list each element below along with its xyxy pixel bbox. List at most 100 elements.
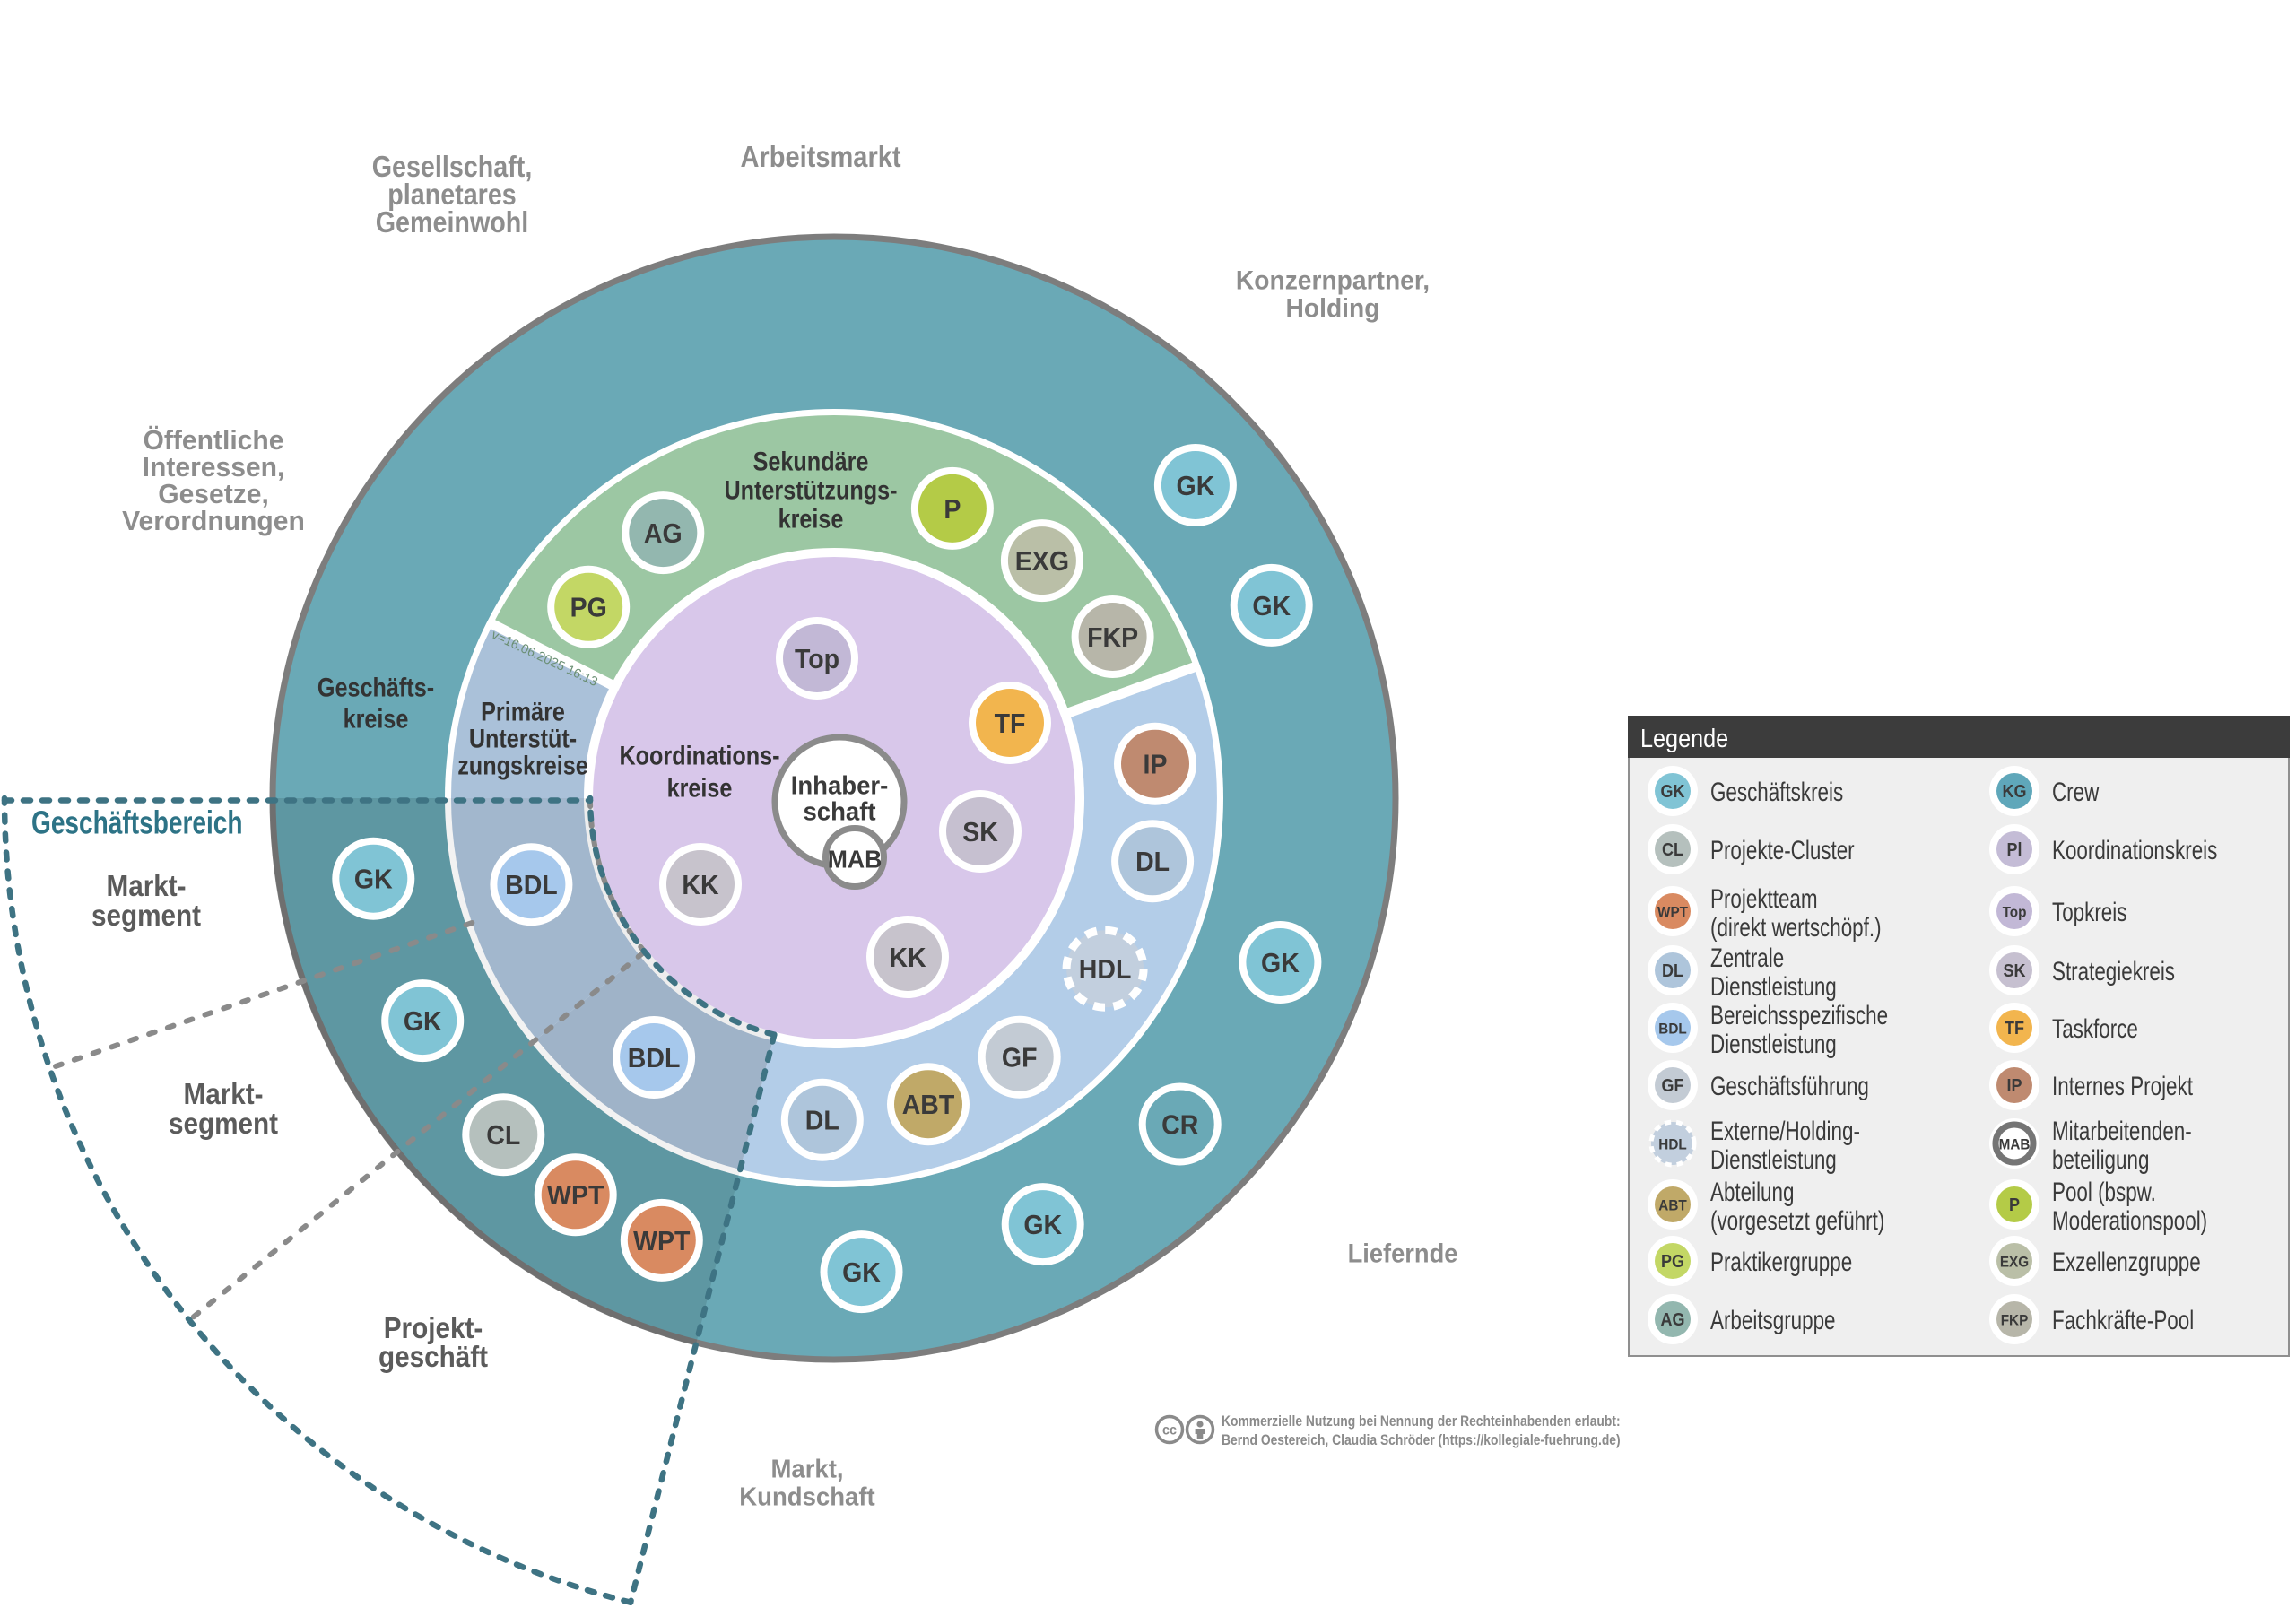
svg-text:Verordnungen: Verordnungen bbox=[122, 506, 305, 537]
svg-text:segment: segment bbox=[169, 1108, 279, 1141]
svg-text:WPT: WPT bbox=[633, 1226, 690, 1256]
svg-text:KK: KK bbox=[889, 943, 926, 973]
svg-text:IP: IP bbox=[2007, 1076, 2022, 1096]
svg-text:(vorgesetzt geführt): (vorgesetzt geführt) bbox=[1710, 1205, 1884, 1236]
svg-text:BDL: BDL bbox=[505, 870, 558, 900]
svg-text:Topkreis: Topkreis bbox=[2052, 897, 2126, 927]
svg-text:Pl: Pl bbox=[2007, 840, 2022, 860]
svg-text:kreise: kreise bbox=[778, 503, 844, 534]
svg-text:DL: DL bbox=[1662, 961, 1683, 981]
svg-text:Markt-: Markt- bbox=[106, 870, 186, 903]
svg-text:PG: PG bbox=[1661, 1252, 1684, 1272]
svg-text:GK: GK bbox=[354, 865, 393, 895]
svg-text:GK: GK bbox=[1023, 1210, 1062, 1240]
svg-text:Fachkräfte-Pool: Fachkräfte-Pool bbox=[2052, 1305, 2194, 1335]
svg-text:Top: Top bbox=[2003, 904, 2027, 921]
svg-text:KG: KG bbox=[2003, 782, 2027, 802]
svg-text:Mitarbeitenden-: Mitarbeitenden- bbox=[2052, 1116, 2192, 1146]
svg-text:Inhaber-: Inhaber- bbox=[791, 770, 889, 800]
svg-text:Konzernpartner,: Konzernpartner, bbox=[1236, 266, 1430, 296]
svg-text:WPT: WPT bbox=[1657, 904, 1688, 921]
svg-text:Externe/Holding-: Externe/Holding- bbox=[1710, 1116, 1860, 1146]
svg-text:Interessen,: Interessen, bbox=[143, 452, 285, 483]
svg-text:Primäre: Primäre bbox=[481, 696, 565, 726]
svg-text:schaft: schaft bbox=[803, 796, 876, 826]
svg-text:GK: GK bbox=[1252, 591, 1291, 621]
svg-text:HDL: HDL bbox=[1658, 1136, 1687, 1153]
svg-text:GK: GK bbox=[1177, 471, 1215, 501]
svg-text:P: P bbox=[944, 494, 961, 525]
svg-text:DL: DL bbox=[1135, 847, 1170, 877]
svg-text:CL: CL bbox=[486, 1120, 520, 1151]
svg-text:ABT: ABT bbox=[1658, 1197, 1687, 1214]
svg-text:EXG: EXG bbox=[2000, 1254, 2029, 1271]
svg-text:Sekundäre: Sekundäre bbox=[753, 446, 869, 476]
svg-text:Arbeitsgruppe: Arbeitsgruppe bbox=[1710, 1305, 1836, 1335]
svg-text:Projekte-Cluster: Projekte-Cluster bbox=[1710, 835, 1855, 865]
svg-text:Kommerzielle Nutzung bei Nennu: Kommerzielle Nutzung bei Nennung der Rec… bbox=[1222, 1413, 1621, 1430]
svg-text:CR: CR bbox=[1161, 1109, 1198, 1140]
svg-text:EXG: EXG bbox=[1015, 546, 1069, 577]
svg-text:Holding: Holding bbox=[1286, 294, 1380, 324]
svg-text:KK: KK bbox=[682, 870, 719, 900]
svg-text:Geschäftskreis: Geschäftskreis bbox=[1710, 777, 1843, 807]
svg-text:Markt,: Markt, bbox=[770, 1454, 843, 1483]
svg-text:MAB: MAB bbox=[828, 845, 883, 874]
svg-text:Koordinationskreis: Koordinationskreis bbox=[2052, 835, 2217, 865]
svg-text:Taskforce: Taskforce bbox=[2052, 1013, 2138, 1044]
svg-text:GK: GK bbox=[404, 1006, 442, 1037]
svg-text:Unterstüt-: Unterstüt- bbox=[469, 723, 577, 753]
svg-text:cc: cc bbox=[1162, 1422, 1178, 1439]
svg-text:ABT: ABT bbox=[902, 1090, 955, 1120]
svg-text:Legende: Legende bbox=[1640, 723, 1728, 752]
svg-text:Strategiekreis: Strategiekreis bbox=[2052, 956, 2175, 987]
svg-text:Gemeinwohl: Gemeinwohl bbox=[376, 205, 529, 239]
svg-text:GK: GK bbox=[1661, 782, 1685, 802]
svg-text:Dienstleistung: Dienstleistung bbox=[1710, 971, 1837, 1002]
svg-text:Kundschaft: Kundschaft bbox=[739, 1482, 875, 1511]
svg-text:Dienstleistung: Dienstleistung bbox=[1710, 1029, 1837, 1059]
svg-text:Crew: Crew bbox=[2052, 777, 2099, 807]
svg-text:Top: Top bbox=[795, 644, 839, 674]
svg-text:HDL: HDL bbox=[1079, 954, 1132, 985]
svg-text:Projektteam: Projektteam bbox=[1710, 883, 1818, 914]
svg-text:Öffentliche: Öffentliche bbox=[144, 424, 284, 456]
svg-text:(direkt wertschöpf.): (direkt wertschöpf.) bbox=[1710, 912, 1882, 943]
svg-text:planetares: planetares bbox=[387, 178, 517, 211]
svg-text:BDL: BDL bbox=[1658, 1021, 1687, 1038]
svg-text:Geschäftsführung: Geschäftsführung bbox=[1710, 1071, 1869, 1101]
svg-text:MAB: MAB bbox=[1999, 1136, 2031, 1153]
svg-text:Pool (bspw.: Pool (bspw. bbox=[2052, 1177, 2156, 1207]
svg-text:FKP: FKP bbox=[2001, 1312, 2029, 1329]
svg-text:kreise: kreise bbox=[667, 772, 733, 803]
svg-text:geschäft: geschäft bbox=[378, 1341, 489, 1374]
svg-text:Abteilung: Abteilung bbox=[1710, 1177, 1794, 1207]
svg-text:SK: SK bbox=[962, 817, 998, 847]
svg-text:TF: TF bbox=[2005, 1019, 2024, 1039]
svg-text:beteiligung: beteiligung bbox=[2052, 1144, 2149, 1175]
svg-text:zungskreise: zungskreise bbox=[457, 750, 588, 780]
svg-text:Bereichsspezifische: Bereichsspezifische bbox=[1710, 1000, 1888, 1030]
svg-text:GK: GK bbox=[1261, 948, 1300, 978]
svg-text:AG: AG bbox=[1661, 1310, 1685, 1330]
svg-text:Internes Projekt: Internes Projekt bbox=[2052, 1071, 2194, 1101]
svg-text:Zentrale: Zentrale bbox=[1710, 943, 1784, 973]
svg-text:Gesellschaft,: Gesellschaft, bbox=[372, 150, 533, 183]
svg-text:Arbeitsmarkt: Arbeitsmarkt bbox=[740, 140, 900, 173]
svg-text:PG: PG bbox=[570, 593, 607, 623]
svg-text:IP: IP bbox=[1144, 750, 1168, 780]
svg-text:segment: segment bbox=[91, 900, 202, 933]
svg-text:GF: GF bbox=[1662, 1076, 1684, 1096]
svg-text:Unterstützungs-: Unterstützungs- bbox=[724, 474, 897, 505]
svg-text:GK: GK bbox=[842, 1257, 881, 1288]
svg-text:SK: SK bbox=[2004, 961, 2026, 981]
svg-text:Geschäfts-: Geschäfts- bbox=[317, 672, 434, 702]
svg-text:FKP: FKP bbox=[1087, 622, 1138, 653]
svg-text:TF: TF bbox=[995, 708, 1026, 739]
svg-text:Markt-: Markt- bbox=[183, 1078, 263, 1111]
svg-text:Projekt-: Projekt- bbox=[384, 1312, 483, 1345]
svg-text:Gesetze,: Gesetze, bbox=[158, 479, 269, 510]
svg-text:CL: CL bbox=[1662, 840, 1683, 860]
svg-text:Praktikergruppe: Praktikergruppe bbox=[1710, 1247, 1852, 1277]
svg-text:P: P bbox=[2009, 1195, 2020, 1215]
